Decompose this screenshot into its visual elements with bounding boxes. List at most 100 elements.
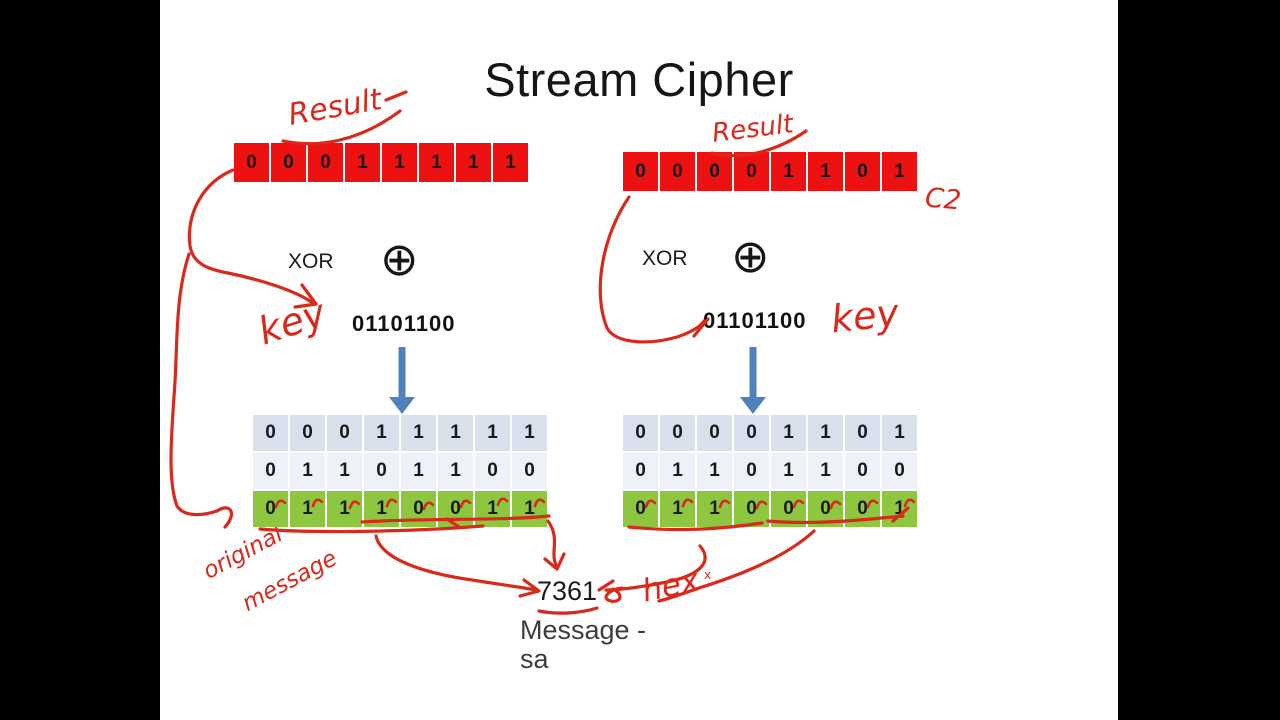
result-bit-cell: 0 xyxy=(697,152,732,191)
hex-mark-annotation: x xyxy=(704,568,712,582)
ink-arrow-bar-to-key-left xyxy=(187,168,318,309)
result-bit-cell: 1 xyxy=(382,143,417,182)
slide-title: Stream Cipher xyxy=(484,53,794,106)
bit-cell: 1 xyxy=(808,453,843,489)
xor-label-right: XOR xyxy=(642,247,688,270)
result-bit-cell: 0 xyxy=(308,143,343,182)
ink-underline-hex-value xyxy=(537,606,599,615)
key-bits-left: 01101100 xyxy=(352,311,456,336)
bit-cell: 1 xyxy=(475,415,510,451)
hex-annotation: hex xyxy=(638,562,703,610)
ink-arrow-mid-to-hex-value xyxy=(543,519,566,571)
letterbox-right xyxy=(1118,0,1280,720)
result-bit-cell: 1 xyxy=(493,143,528,182)
bit-cell: 0 xyxy=(623,491,658,527)
bit-cell: 0 xyxy=(290,415,325,451)
bit-cell: 1 xyxy=(327,453,362,489)
bit-cell: 0 xyxy=(512,453,547,489)
bit-cell: 1 xyxy=(771,453,806,489)
bit-cell: 1 xyxy=(808,415,843,451)
bit-cell: 0 xyxy=(845,453,880,489)
bit-cell: 1 xyxy=(660,453,695,489)
bit-cell: 1 xyxy=(327,491,362,527)
bit-cell: 1 xyxy=(438,453,473,489)
key-annotation-right: key xyxy=(828,290,901,342)
bit-cell: 1 xyxy=(290,453,325,489)
result-bit-cell: 1 xyxy=(456,143,491,182)
bit-cell: 0 xyxy=(253,453,288,489)
bit-cell: 1 xyxy=(771,415,806,451)
xor-label-left: XOR xyxy=(288,250,334,273)
bit-cell: 1 xyxy=(290,491,325,527)
bit-cell: 0 xyxy=(734,491,769,527)
key-bits-right: 01101100 xyxy=(703,308,807,333)
down-arrow-icon-left xyxy=(389,347,415,414)
letterbox-left xyxy=(0,0,160,720)
message-text-line2: sa xyxy=(520,644,549,674)
bit-cell: 0 xyxy=(253,491,288,527)
bit-cell: 0 xyxy=(475,453,510,489)
bit-cell: 0 xyxy=(808,491,843,527)
bit-cell: 1 xyxy=(364,415,399,451)
result-bit-cell: 0 xyxy=(623,152,658,191)
message-text-line1: Message - xyxy=(520,615,647,645)
cipher-label-annotation: C2 xyxy=(923,182,963,217)
bit-cell: 1 xyxy=(364,491,399,527)
bit-cell: 1 xyxy=(882,491,917,527)
bit-cell: 1 xyxy=(401,415,436,451)
result-bit-cell: 0 xyxy=(660,152,695,191)
bit-cell: 1 xyxy=(882,415,917,451)
bit-cell: 1 xyxy=(512,491,547,527)
down-arrow-icon-right xyxy=(740,347,766,414)
bit-cell: 0 xyxy=(734,415,769,451)
result-annotation-right: Result xyxy=(710,109,796,149)
result-bit-cell: 1 xyxy=(345,143,380,182)
bit-cell: 0 xyxy=(253,415,288,451)
result-bit-cell: 0 xyxy=(271,143,306,182)
bit-cell: 1 xyxy=(401,453,436,489)
result-bit-cell: 0 xyxy=(234,143,269,182)
bit-cell: 1 xyxy=(660,491,695,527)
result-bit-cell: 1 xyxy=(882,152,917,191)
bit-cell: 0 xyxy=(660,415,695,451)
result-bit-cell: 0 xyxy=(845,152,880,191)
bit-cell: 1 xyxy=(697,491,732,527)
bit-cell: 0 xyxy=(438,491,473,527)
bit-cell: 0 xyxy=(364,453,399,489)
xor-circle-icon-left: ⊕ xyxy=(380,232,419,286)
bit-cell: 0 xyxy=(734,453,769,489)
bit-cell: 0 xyxy=(697,415,732,451)
bit-cell: 1 xyxy=(438,415,473,451)
hex-value: 7361 xyxy=(537,576,598,606)
bit-cell: 0 xyxy=(771,491,806,527)
bit-cell: 1 xyxy=(475,491,510,527)
key-annotation-left: key xyxy=(252,290,332,354)
ink-curve-to-original-message xyxy=(169,252,234,529)
bit-cell: 0 xyxy=(845,491,880,527)
result-bit-cell: 0 xyxy=(734,152,769,191)
bit-cell: 0 xyxy=(327,415,362,451)
bit-cell: 0 xyxy=(845,415,880,451)
bit-cell: 0 xyxy=(401,491,436,527)
result-bit-cell: 1 xyxy=(771,152,806,191)
ink-arrow-left-table-to-hex-value xyxy=(374,534,541,598)
result-bit-cell: 1 xyxy=(808,152,843,191)
bit-cell: 0 xyxy=(882,453,917,489)
bit-cell: 0 xyxy=(623,453,658,489)
xor-circle-icon-right: ⊕ xyxy=(731,229,770,283)
bit-cell: 0 xyxy=(623,415,658,451)
result-bit-cell: 1 xyxy=(419,143,454,182)
bit-cell: 1 xyxy=(512,415,547,451)
